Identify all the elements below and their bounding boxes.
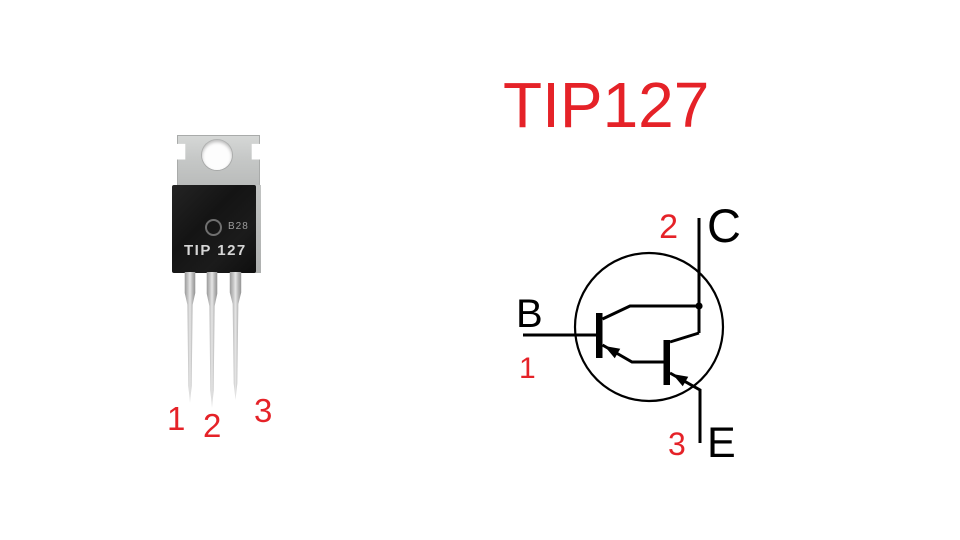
package-tab-edge (255, 185, 261, 273)
t1-emitter-arrow-icon (604, 346, 621, 359)
package-pin-3-leg (229, 272, 242, 400)
collector-terminal-label: C (707, 199, 741, 252)
package-photo: B28 TIP 127 1 2 3 (0, 0, 400, 540)
emitter-terminal-label: E (707, 419, 736, 467)
package-marking-code: B28 (228, 221, 249, 232)
package-pin-1-leg (184, 272, 196, 403)
package-body: B28 TIP 127 (172, 185, 256, 273)
schematic-pin-number-2: 2 (659, 208, 678, 246)
darlington-schematic: B C E 1 2 3 (516, 199, 741, 467)
transistor-envelope-circle (573, 251, 725, 403)
photo-pin-number-1: 1 (167, 400, 186, 437)
t1-collector-line (601, 304, 699, 321)
manufacturer-logo-icon (205, 219, 222, 236)
base-terminal-label: B (516, 292, 543, 336)
mounting-hole (202, 140, 232, 170)
t2-collector-line (669, 331, 700, 344)
schematic-pin-number-1: 1 (519, 352, 536, 385)
page-title: TIP127 (503, 69, 710, 141)
photo-pin-number-2: 2 (203, 407, 222, 444)
package-pin-2-leg (206, 272, 218, 408)
photo-pin-number-3: 3 (254, 392, 273, 429)
t1-base-bar (596, 313, 603, 358)
t2-base-bar (663, 340, 670, 385)
t2-emitter-arrow-icon (672, 374, 689, 387)
package-marking-part: TIP 127 (184, 242, 247, 259)
collector-junction-dot (695, 302, 703, 310)
schematic-pin-number-3: 3 (668, 426, 686, 462)
